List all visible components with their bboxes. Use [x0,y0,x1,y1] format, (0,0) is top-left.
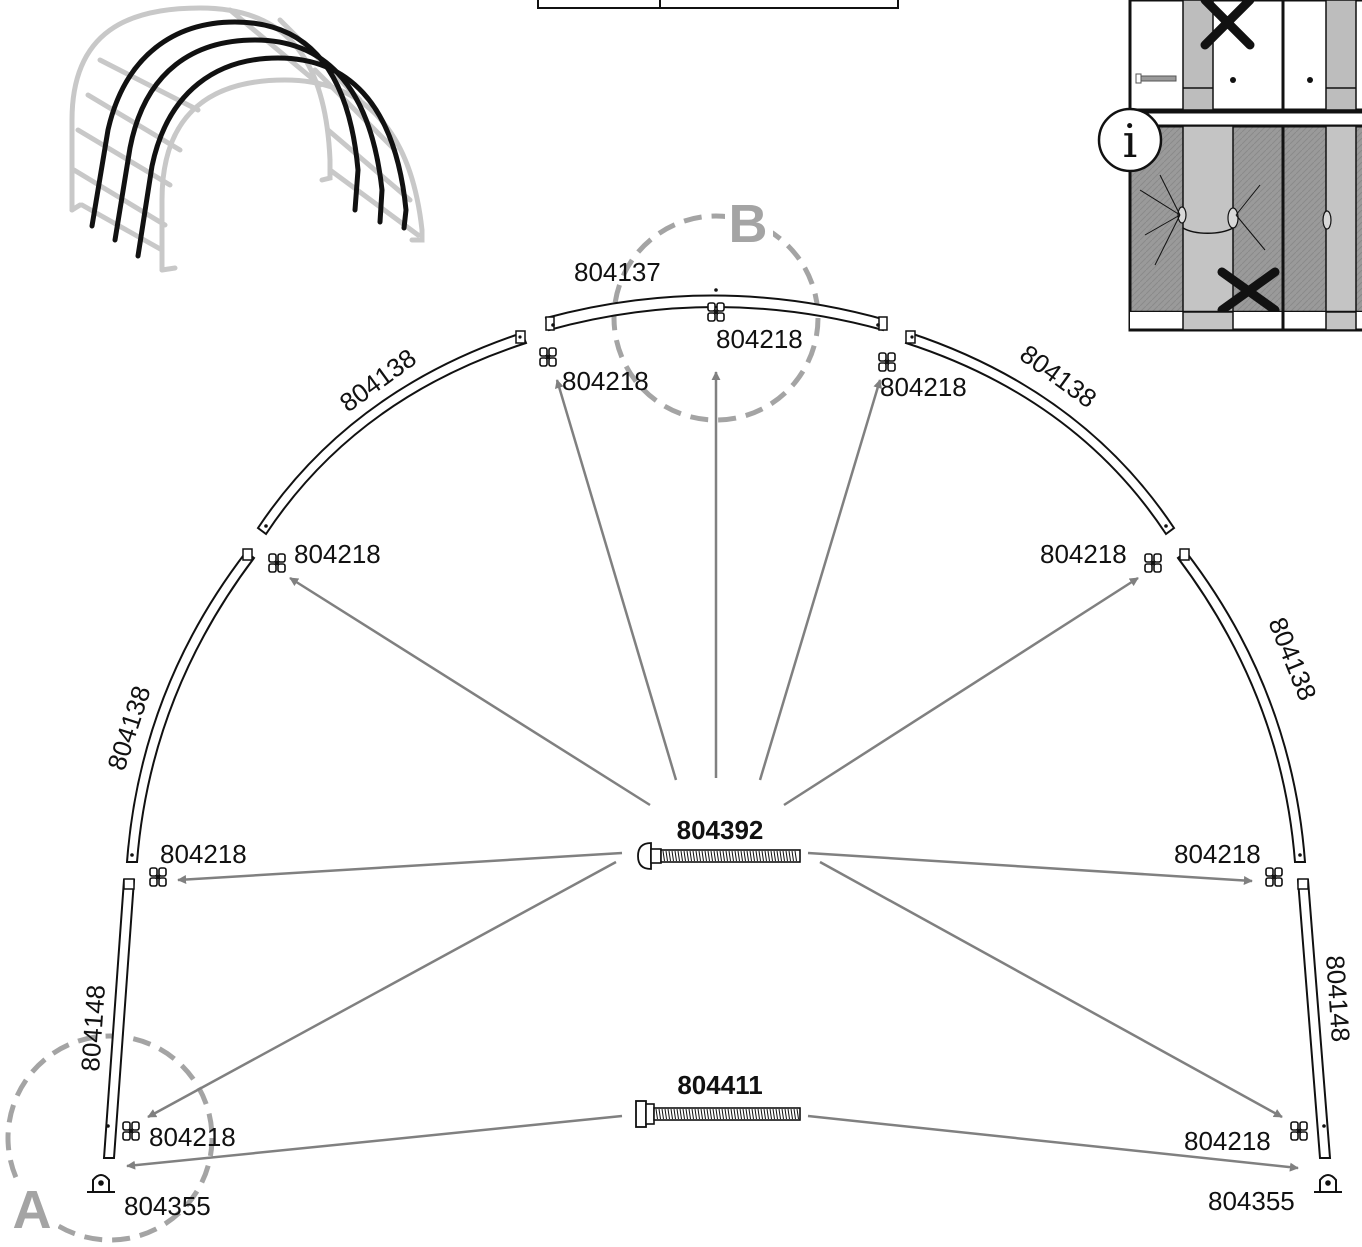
tube-leg-left [102,878,136,1159]
info-icon: i [1097,107,1163,173]
butterfly-nut-icon [1265,867,1283,887]
butterfly-nut-icon [1290,1121,1308,1141]
label-nut-upper-left: 804218 [562,366,649,396]
label-nut-low-right: 804218 [1174,839,1261,869]
carriage-bolt-icon [1135,73,1177,84]
label-foot-right: 804355 [1208,1186,1295,1216]
callout-a: A [5,1033,215,1243]
tube-mid-left [125,548,256,863]
svg-text:B: B [729,194,768,254]
hex-bolt-icon [635,1100,801,1128]
tube-mid-right [1176,548,1307,863]
label-nut-leg-right: 804218 [1184,1126,1271,1156]
label-leg-right: 804148 [1320,954,1356,1043]
label-leg-left: 804148 [75,984,111,1073]
tunnel-frame-thumbnail-icon [69,5,425,273]
carriage-bolt-icon [637,842,801,870]
svg-text:A: A [13,1180,52,1240]
foot-bracket-icon [87,1174,115,1193]
label-nut-top: 804218 [716,324,803,354]
label-nut-leg-left: 804218 [149,1122,236,1152]
tube-leg-right [1296,878,1332,1159]
foot-bracket-icon [1314,1174,1342,1193]
label-nut-mid-left: 804218 [294,539,381,569]
butterfly-nut-icon [539,347,557,367]
butterfly-nut-icon [1144,553,1162,573]
frame-tubes [102,288,1332,1159]
label-nut-low-left: 804218 [160,839,247,869]
tube-top-arc [544,288,888,332]
butterfly-nut-icon [122,1121,140,1141]
svg-text:i: i [1123,114,1138,168]
butterfly-nut-icon [149,867,167,887]
label-bolt-upper: 804392 [677,815,764,845]
cross-mark-icon [1200,0,1255,50]
tube-upper-right [904,330,1176,536]
assembly-arrows [126,371,1299,1172]
label-nut-mid-right: 804218 [1040,539,1127,569]
label-top-arc: 804137 [574,257,661,287]
label-foot-left: 804355 [124,1191,211,1221]
label-bolt-lower: 804411 [677,1070,762,1100]
callout-b: B [611,194,821,423]
butterfly-nut-icon [268,553,286,573]
label-nut-upper-right: 804218 [880,372,967,402]
tube-upper-left [256,330,528,536]
detail-panel: i [1097,0,1362,332]
butterfly-nut-icon [878,352,896,372]
label-mid-arc-right: 804138 [1262,613,1322,705]
parts-table-fragment [537,0,899,9]
label-upper-arc-right: 804138 [1014,339,1102,414]
